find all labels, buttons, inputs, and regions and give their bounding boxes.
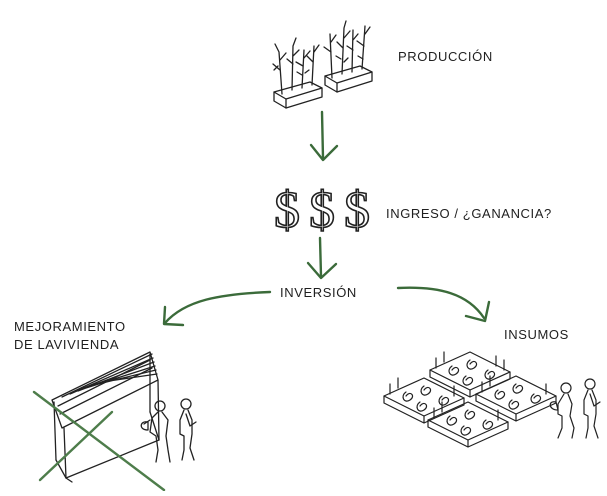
arrowhead-inversion-to-vivienda xyxy=(162,305,185,327)
arrowhead-ingreso-to-inversion xyxy=(306,261,338,280)
label-inversion: INVERSIÓN xyxy=(280,285,357,300)
house-illustration xyxy=(51,351,197,483)
insumos-illustration xyxy=(383,351,601,448)
cross-out-mark xyxy=(32,390,166,492)
arrow-produccion-to-ingreso xyxy=(320,110,325,160)
label-mejoramiento-line2: DE LAVIVIENDA xyxy=(14,337,120,352)
dollar-signs: $ $ $ xyxy=(273,181,371,240)
label-insumos: INSUMOS xyxy=(504,327,569,342)
production-illustration xyxy=(272,20,373,109)
arrowhead-inversion-to-insumos xyxy=(464,300,491,323)
dollar-sign-1: $ xyxy=(274,182,300,239)
flow-arrows xyxy=(162,110,491,327)
dollar-sign-3: $ xyxy=(344,182,370,239)
arrow-inversion-to-vivienda xyxy=(163,290,272,325)
label-produccion: PRODUCCIÓN xyxy=(398,49,493,64)
dollar-sign-2: $ xyxy=(309,182,335,239)
arrow-inversion-to-insumos xyxy=(396,286,486,320)
label-mejoramiento-line1: MEJORAMIENTO xyxy=(14,319,126,334)
label-ingreso-ganancia: INGRESO / ¿GANANCIA? xyxy=(386,206,552,221)
arrowhead-produccion-to-ingreso xyxy=(309,143,339,162)
arrow-ingreso-to-inversion xyxy=(318,236,323,278)
